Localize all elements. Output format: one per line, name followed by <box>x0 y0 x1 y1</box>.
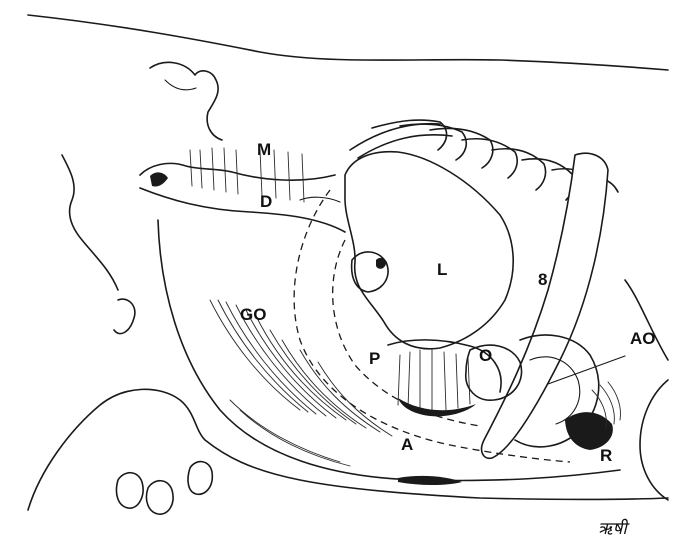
omentum-hatching <box>210 300 392 466</box>
mammary-outline <box>28 389 668 510</box>
neck-notch <box>114 299 135 333</box>
teat-left <box>116 473 143 508</box>
liver <box>345 152 513 349</box>
label-d: D <box>260 193 272 210</box>
label-m: M <box>257 141 271 158</box>
teat-middle <box>146 481 173 514</box>
diaphragm-dark-patch <box>150 172 168 186</box>
label-a: A <box>401 436 413 453</box>
pancreas-hatching <box>398 350 470 410</box>
shoulder-outline <box>150 62 222 140</box>
teat-right <box>188 462 212 495</box>
label-r: R <box>600 447 612 464</box>
shoulder-inner-contour <box>165 80 196 90</box>
pelvic-outline <box>625 280 668 360</box>
dorsal-outline <box>28 15 668 70</box>
ventral-dark-accent <box>398 476 462 485</box>
diaphragm-lower <box>140 188 345 232</box>
diaphragm-crura <box>300 197 340 202</box>
pancreas-dark-edge <box>398 398 476 416</box>
label-l: L <box>437 261 447 278</box>
label-o: O <box>479 347 492 364</box>
label-p: P <box>369 350 380 367</box>
hind-outline <box>640 380 668 500</box>
organ-o <box>466 345 522 400</box>
neck-outline <box>62 155 118 290</box>
label-go: GO <box>240 306 266 323</box>
artist-signature: ऋषी <box>598 520 627 537</box>
label-eight: 8 <box>538 271 547 288</box>
label-ao: AO <box>630 330 656 347</box>
